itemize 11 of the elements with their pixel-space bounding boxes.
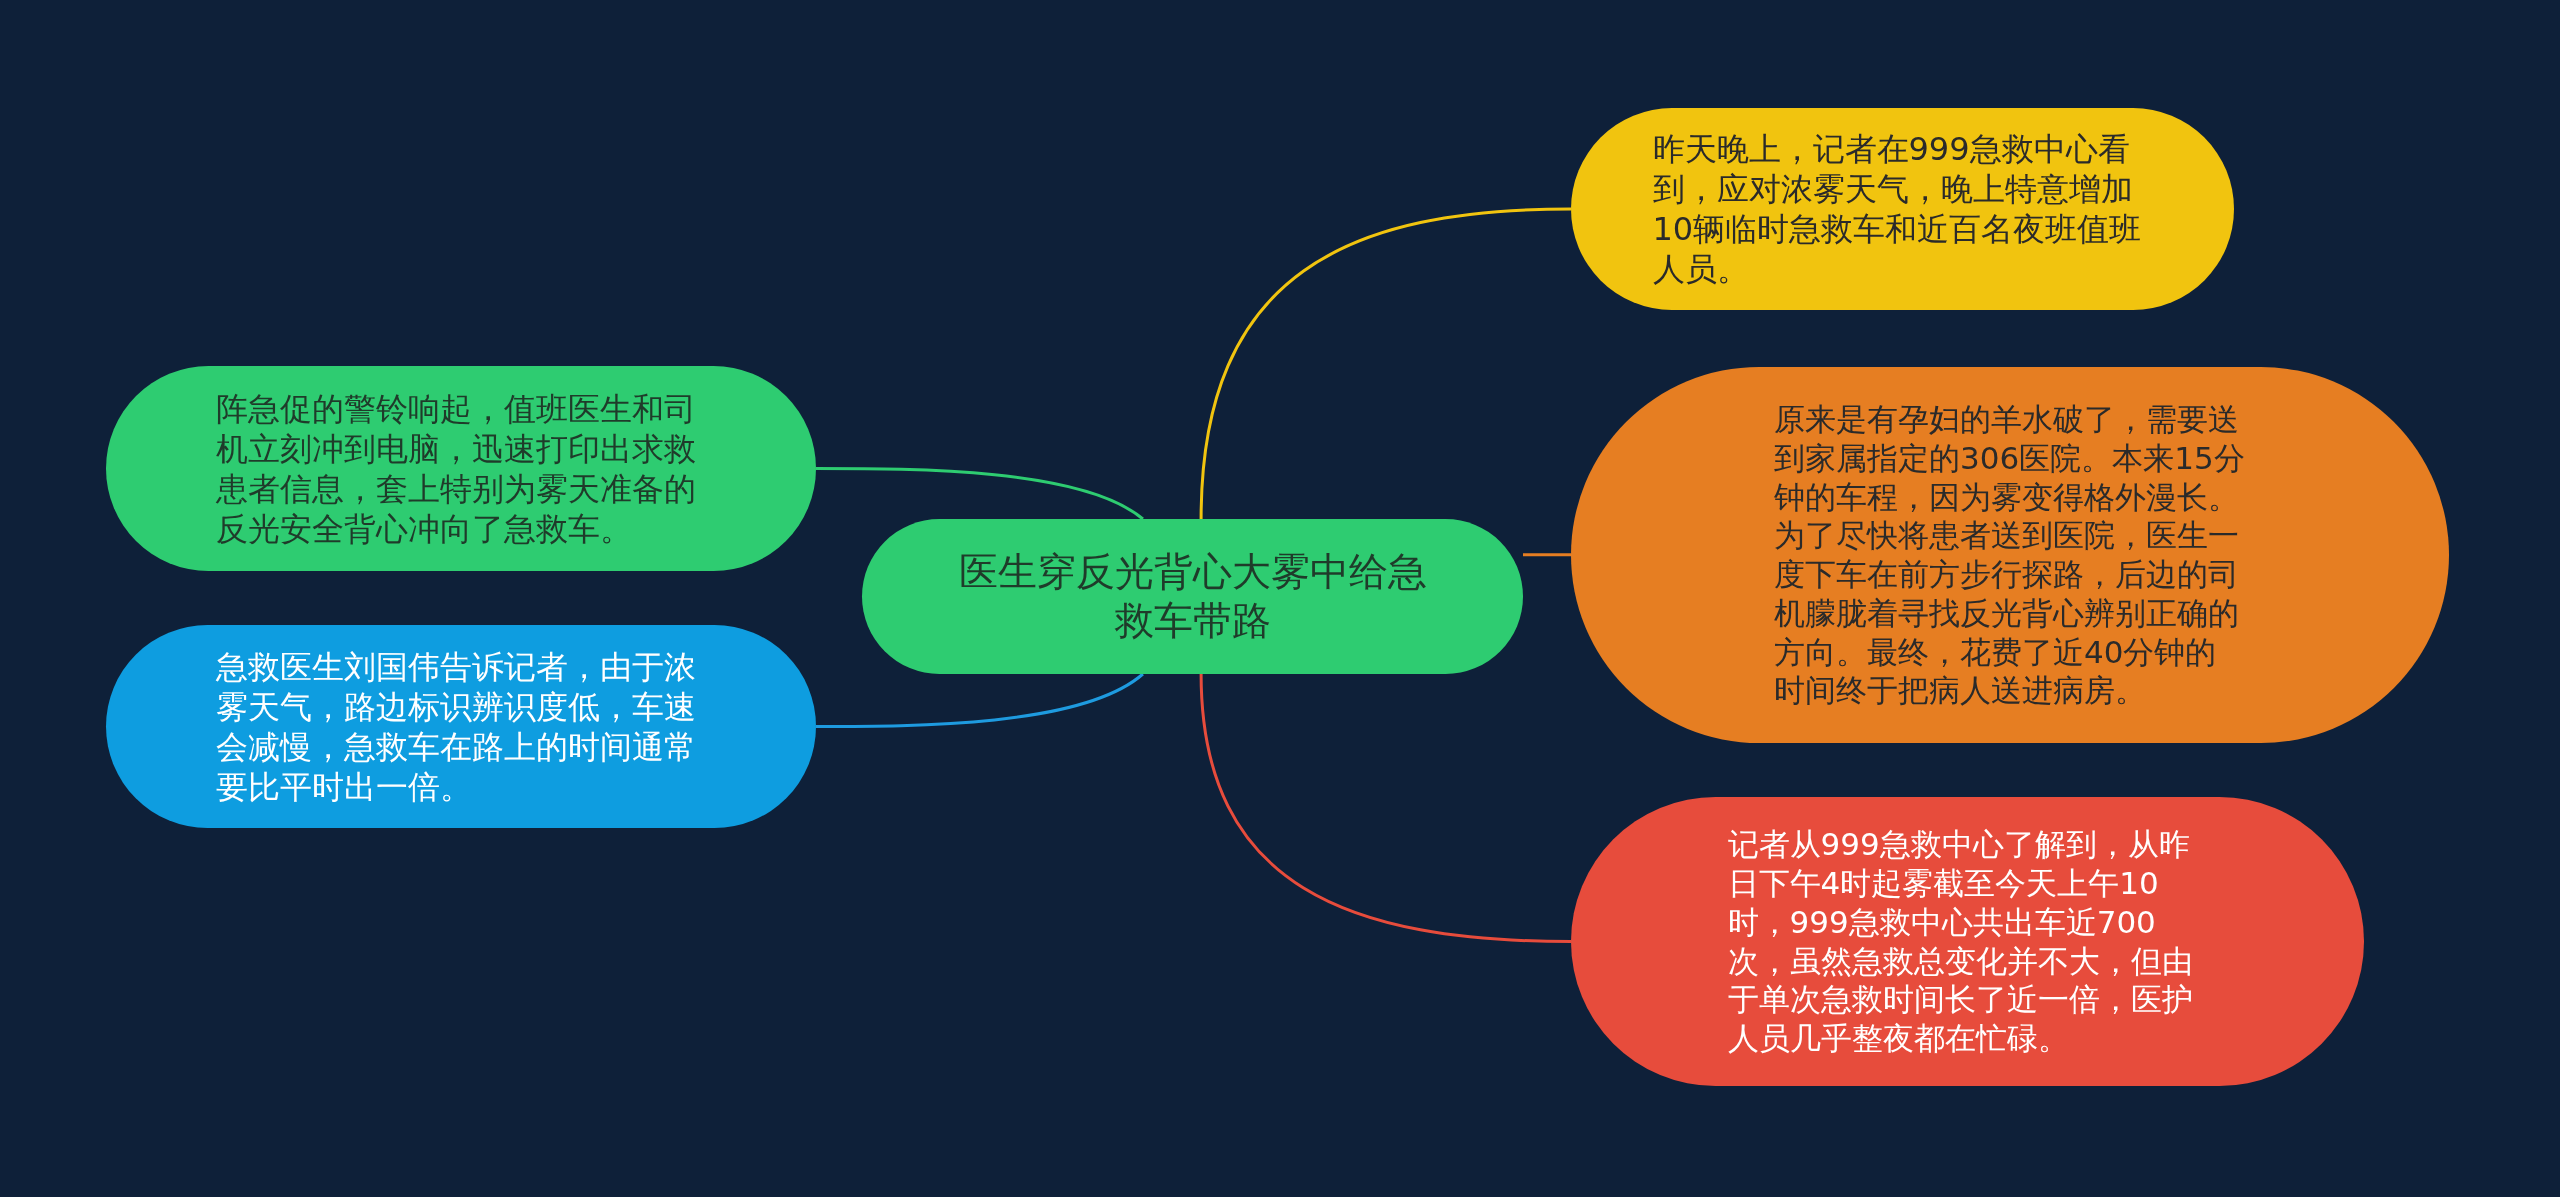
topic-text: 记者从999急救中心了解到，从昨日下午4时起雾截至今天上午10时，999急救中心共出车近700次，虽然急救总变化并不大，但由于单次急救时间长了近一倍，医护人员几乎整夜都在忙碌。 (1727, 825, 2194, 1058)
connector-line (1199, 207, 1572, 520)
topic-text: 昨天晚上，记者在999急救中心看到，应对浓雾天气，晚上特意增加10辆临时急救车和近百名夜班值班人员。 (1652, 129, 2143, 289)
connector-line (816, 672, 1144, 728)
topic-text: 医生穿反光背心大雾中给急救车带路 (957, 547, 1428, 645)
connector-line (816, 467, 1144, 521)
topic-text: 阵急促的警铃响起，值班医生和司机立刻冲到电脑，迅速打印出求救患者信息，套上特别为雾天准备的反光安全背心冲向了急救车。 (216, 388, 697, 549)
topic-text: 原来是有孕妇的羊水破了，需要送到家属指定的306医院。本来15分钟的车程，因为雾变得格外漫长。为了尽快将患者送到医院，医生一度下车在前方步行探路，后边的司机朦胧着寻找反光背心辨别正确的方向。最终，花费了近40分钟的时间终于把病人送进病房。 (1774, 400, 2246, 710)
connector-line (1523, 553, 1571, 557)
connector-line (1199, 673, 1572, 943)
topic-text: 急救医生刘国伟告诉记者，由于浓雾天气，路边标识辨识度低，车速会减慢，急救车在路上的时间通常要比平时出一倍。 (216, 646, 697, 807)
